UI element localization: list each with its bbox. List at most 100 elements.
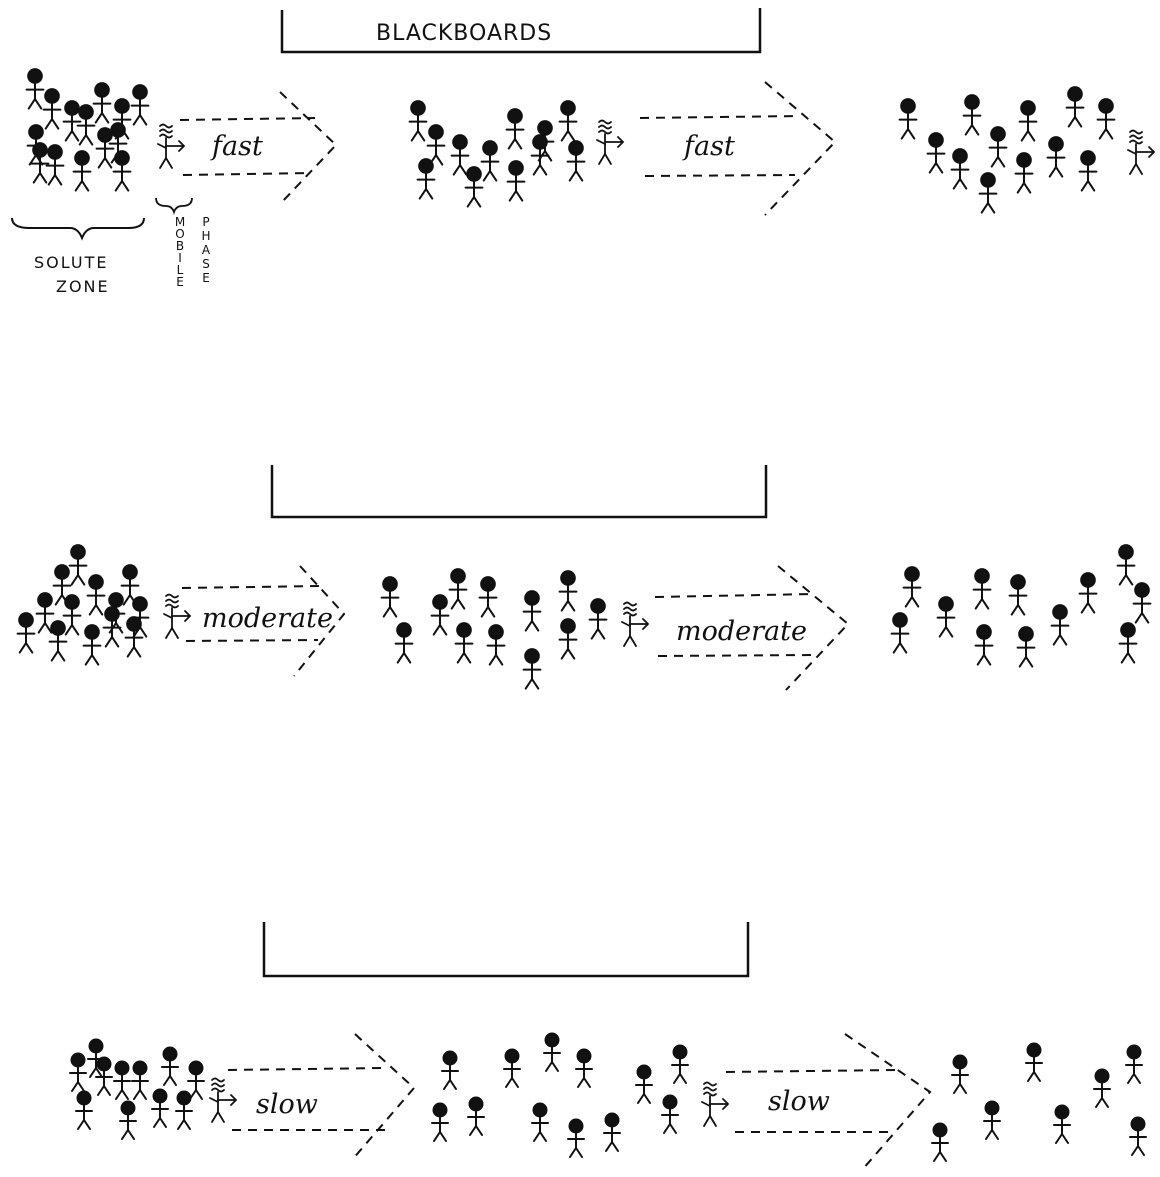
blackboard-bracket-3 xyxy=(262,922,750,978)
solute-figure-row-2 xyxy=(86,574,106,616)
phase-letter: E xyxy=(202,271,210,285)
solute-figure-row-3 xyxy=(467,1096,485,1136)
solute-figure-row-2 xyxy=(62,594,82,636)
solute-figure-row-2 xyxy=(16,612,36,654)
solute-figure-row-3 xyxy=(1053,1104,1071,1144)
solute-figure-row-2 xyxy=(478,576,498,618)
solute-figure-row-2 xyxy=(52,564,72,606)
solute-figure-row-3 xyxy=(671,1044,689,1084)
solute-figure-row-1 xyxy=(108,122,128,164)
solute-figure-row-1 xyxy=(95,127,115,169)
solute-figure-row-1 xyxy=(505,108,525,150)
solute-figure-row-3 xyxy=(75,1090,93,1130)
solute-figure-row-1 xyxy=(92,82,112,124)
solute-zone-brace xyxy=(11,217,145,241)
title-label: BLACKBOARDS xyxy=(376,21,552,46)
solute-figure-row-1 xyxy=(464,166,484,208)
solute-figure-row-3 xyxy=(441,1050,459,1090)
solute-figure-row-3 xyxy=(603,1112,621,1152)
solute-figure-row-1 xyxy=(62,100,82,142)
solute-figure-row-3 xyxy=(1025,1042,1043,1082)
solute-figure-row-1 xyxy=(480,140,500,182)
mobile-phase-figure-row-2-a xyxy=(163,593,192,639)
solute-figure-row-1 xyxy=(1018,100,1038,142)
mobile-phase-brace xyxy=(155,197,193,215)
solute-figure-row-1 xyxy=(1014,152,1034,194)
blackboard-bracket-2 xyxy=(270,465,768,519)
solute-figure-row-1 xyxy=(42,88,62,130)
mobile-phase-figure-row-2-a xyxy=(621,601,650,647)
solute-figure-row-2 xyxy=(890,612,910,654)
mobile-phase-figure-row-3-a xyxy=(209,1077,238,1123)
solute-figure-row-2 xyxy=(588,598,608,640)
mobile-phase-figure-row-1-c xyxy=(1127,129,1156,175)
phase-letter: A xyxy=(202,243,211,257)
speed-label-row-2-a: moderate xyxy=(202,603,333,634)
solute-figure-row-1 xyxy=(558,100,578,142)
solute-figure-row-3 xyxy=(69,1052,87,1092)
speed-label-row-2-b: moderate xyxy=(676,616,807,647)
solute-figure-row-1 xyxy=(426,124,446,166)
solute-figure-row-3 xyxy=(187,1060,205,1100)
mobile-letter: I xyxy=(178,251,182,265)
solute-figure-row-1 xyxy=(408,100,428,142)
solute-figure-row-3 xyxy=(113,1060,131,1100)
solute-figure-row-3 xyxy=(95,1056,113,1096)
solute-figure-row-2 xyxy=(1050,604,1070,646)
solute-figure-row-3 xyxy=(131,1060,149,1100)
solute-figure-row-3 xyxy=(151,1088,169,1128)
solute-figure-row-3 xyxy=(543,1032,561,1072)
solute-figure-row-2 xyxy=(68,544,88,586)
solute-figure-row-1 xyxy=(25,68,45,110)
solute-figure-row-1 xyxy=(72,150,92,192)
speed-label-row-3-b: slow xyxy=(768,1086,830,1117)
mobile-letter: E xyxy=(176,275,184,289)
solute-figure-row-1 xyxy=(30,142,50,184)
speed-label-row-1-b: fast xyxy=(682,131,735,162)
phase-letter: S xyxy=(202,257,210,271)
solute-figure-row-1 xyxy=(450,134,470,176)
mobile-phase-figure-row-1-b xyxy=(596,119,625,165)
solute-figure-row-2 xyxy=(1132,582,1152,624)
mobile-phase-figure-row-1-a xyxy=(157,123,186,169)
row-1-arrow-1 xyxy=(179,91,338,203)
solute-figure-row-3 xyxy=(175,1090,193,1130)
phase-letter: H xyxy=(201,229,210,243)
row-2-arrow-2 xyxy=(654,565,850,691)
row-3-arrow-1 xyxy=(227,1033,416,1161)
solute-figure-row-2 xyxy=(124,616,144,658)
solute-figure-row-3 xyxy=(983,1100,1001,1140)
solute-figure-row-1 xyxy=(535,120,555,162)
solute-figure-row-1 xyxy=(962,94,982,136)
solute-figure-row-2 xyxy=(972,568,992,610)
solute-figure-row-3 xyxy=(1129,1116,1147,1156)
solute-figure-row-2 xyxy=(454,622,474,664)
solute-figure-row-2 xyxy=(936,596,956,638)
solute-figure-row-2 xyxy=(1116,544,1136,586)
solute-figure-row-2 xyxy=(120,564,140,606)
solute-figure-row-1 xyxy=(416,158,436,200)
solute-figure-row-3 xyxy=(951,1054,969,1094)
solute-figure-row-2 xyxy=(102,606,122,648)
speed-label-row-3-a: slow xyxy=(256,1089,318,1120)
solute-figure-row-2 xyxy=(394,622,414,664)
solute-figure-row-1 xyxy=(1065,86,1085,128)
solute-zone-label-2: ZONE xyxy=(56,277,110,296)
solute-figure-row-1 xyxy=(76,104,96,146)
mobile-letter: B xyxy=(176,239,184,253)
solute-figure-row-3 xyxy=(635,1064,653,1104)
solute-figure-row-3 xyxy=(575,1048,593,1088)
solute-figure-row-2 xyxy=(1008,574,1028,616)
solute-figure-row-3 xyxy=(119,1100,137,1140)
solute-figure-row-2 xyxy=(558,618,578,660)
solute-figure-row-2 xyxy=(380,576,400,618)
solute-figure-row-2 xyxy=(486,624,506,666)
solute-figure-row-2 xyxy=(522,590,542,632)
solute-figure-row-3 xyxy=(931,1122,949,1162)
row-1-arrow-2 xyxy=(639,81,837,216)
blackboard-bracket-1 xyxy=(280,8,762,54)
